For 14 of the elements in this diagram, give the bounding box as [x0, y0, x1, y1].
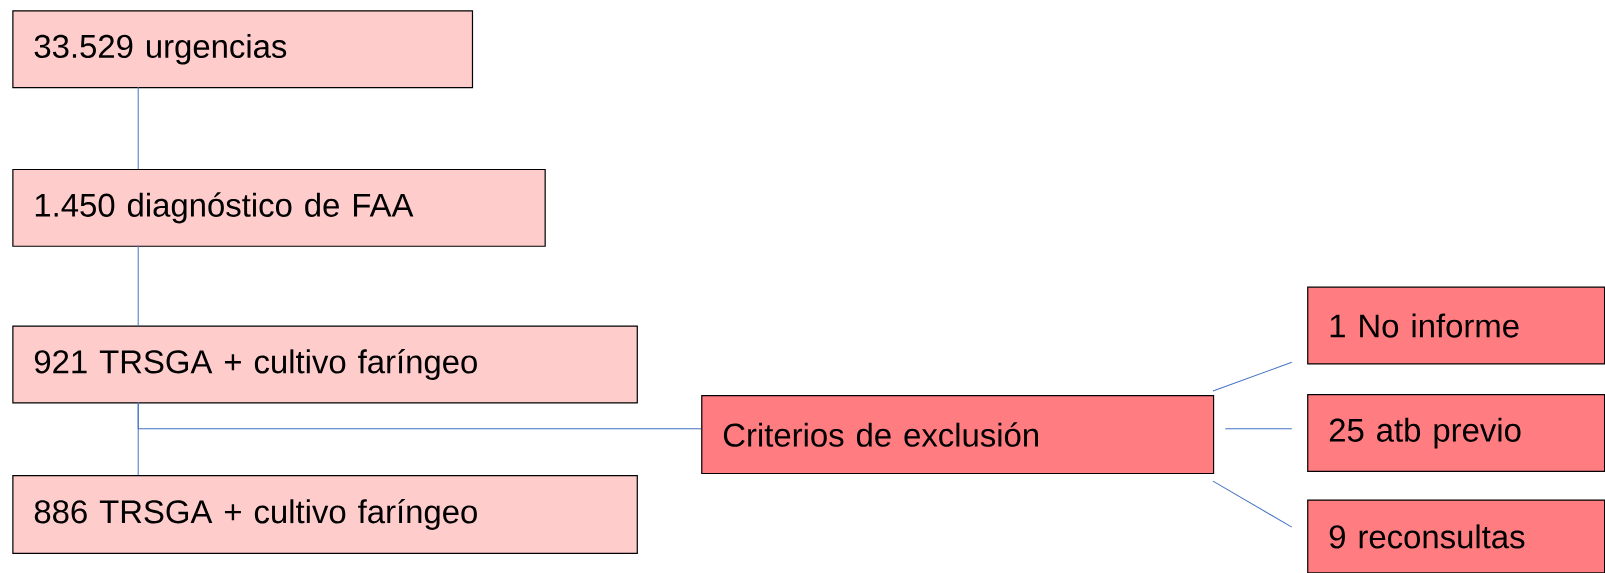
flow-box: 25 atb previo	[1307, 393, 1605, 472]
flow-box: 886 TRSGA + cultivo faríngeo	[12, 474, 638, 554]
flow-box: 921 TRSGA + cultivo faríngeo	[12, 325, 638, 404]
flow-box: 1.450 diagnóstico de FAA	[12, 168, 546, 247]
flow-box: Criterios de exclusión	[701, 395, 1215, 474]
connector-line	[137, 401, 702, 430]
flow-box: 33.529 urgencias	[12, 10, 474, 89]
flow-box: 9 reconsultas	[1307, 499, 1605, 573]
connector-line	[1224, 428, 1293, 430]
connector-line	[137, 86, 139, 170]
connector-line	[1212, 361, 1293, 392]
flow-box: 1 No informe	[1307, 286, 1605, 365]
connector-line	[1212, 480, 1293, 528]
connector-line	[137, 245, 139, 326]
